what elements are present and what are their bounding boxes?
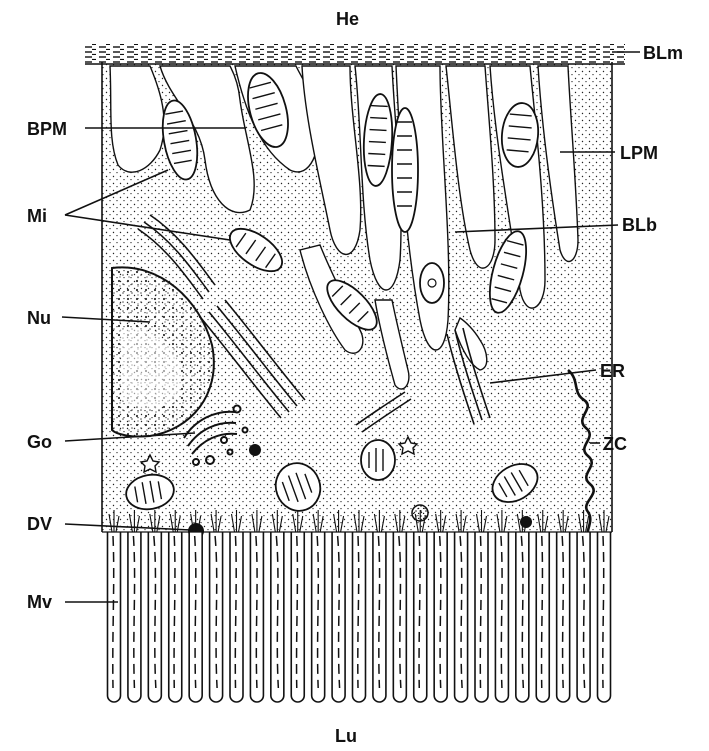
label-er: ER <box>600 362 625 380</box>
label-mv: Mv <box>27 593 52 611</box>
label-dv: DV <box>27 515 52 533</box>
label-lpm: LPM <box>620 144 658 162</box>
microvilli <box>108 510 611 702</box>
label-bpm: BPM <box>27 120 67 138</box>
label-he: He <box>336 10 359 28</box>
label-nu: Nu <box>27 309 51 327</box>
label-blm: BLm <box>643 44 683 62</box>
basal-lamina <box>85 44 625 64</box>
label-mi: Mi <box>27 207 47 225</box>
label-zc: ZC <box>603 435 627 453</box>
label-go: Go <box>27 433 52 451</box>
label-blb: BLb <box>622 216 657 234</box>
label-lu: Lu <box>335 727 357 745</box>
